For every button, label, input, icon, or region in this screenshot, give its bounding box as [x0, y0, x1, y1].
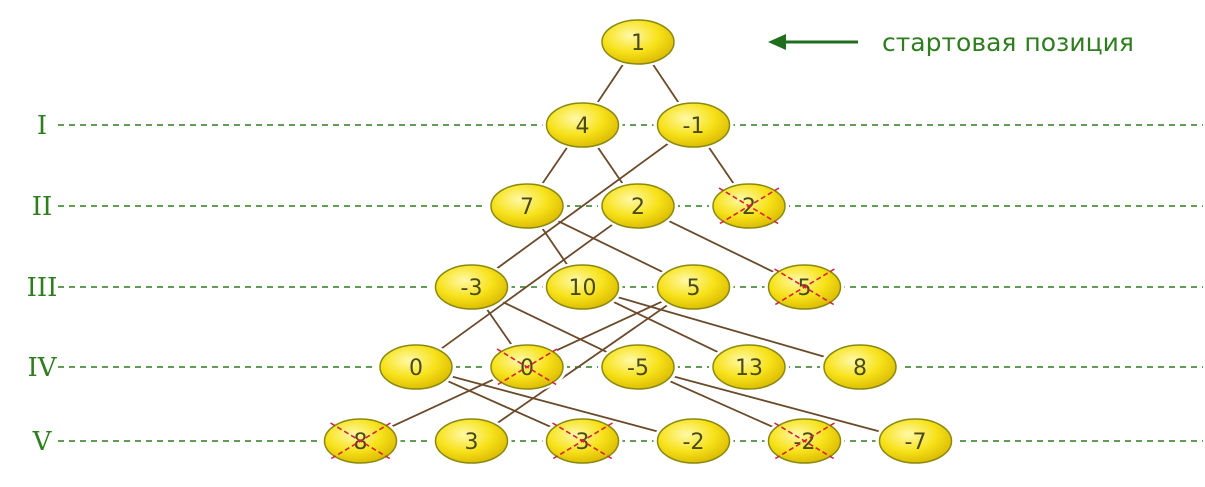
- node-value: 13: [735, 356, 763, 381]
- node-value: 5: [687, 276, 701, 301]
- edge-n6-n11: [484, 306, 514, 348]
- start-position-label: стартовая позиция: [882, 28, 1134, 57]
- edge-n10-n18: [448, 374, 661, 434]
- cross-mark-icon: [718, 187, 780, 225]
- tree-node: -1: [653, 100, 734, 150]
- node-value: 0: [520, 356, 534, 381]
- node-value: -2: [683, 430, 705, 455]
- tree-node: 2: [598, 181, 678, 231]
- node-ellipse: [434, 418, 509, 464]
- cross-mark-icon: [774, 268, 835, 306]
- node-ellipse: [601, 344, 675, 390]
- start-annotation: стартовая позиция: [768, 28, 1134, 57]
- tree-nodes: 1 4 -1 7 2 2 -3 10 5 5 0 0 -5 13 8 8 3 3 -2 -2 -7: [320, 17, 956, 466]
- level-label-v: V: [32, 427, 53, 457]
- tree-node-crossed: -2: [764, 416, 845, 466]
- cross-stroke: [774, 422, 835, 460]
- cross-mark-icon: [330, 422, 391, 460]
- node-ellipse: [823, 344, 897, 390]
- node-ellipse: [712, 344, 786, 390]
- node-value: 8: [354, 430, 368, 455]
- edge-n0-n1: [595, 61, 626, 106]
- edge-n0-n2: [650, 61, 681, 106]
- tree-node-crossed: 0: [487, 342, 567, 392]
- node-ellipse: [490, 183, 564, 229]
- node-value: -7: [905, 430, 927, 455]
- tree-node: 8: [820, 342, 900, 392]
- edge-n10-n17: [444, 379, 554, 429]
- edge-n12-n19: [666, 379, 776, 429]
- tree-node: 13: [709, 342, 789, 392]
- tree-node-crossed: 8: [320, 416, 401, 466]
- node-value: -3: [461, 276, 483, 301]
- node-ellipse: [601, 183, 675, 229]
- node-value: 3: [576, 430, 590, 455]
- node-ellipse: [434, 264, 509, 310]
- cross-mark-icon: [496, 348, 558, 386]
- tree-node: 10: [542, 262, 623, 312]
- node-value: 4: [576, 114, 590, 139]
- edge-n4-n10: [438, 222, 616, 351]
- tree-node: 0: [376, 342, 456, 392]
- tree-node: 1: [598, 17, 678, 67]
- edge-n2-n5: [706, 144, 736, 187]
- cross-stroke: [718, 187, 780, 225]
- node-ellipse: [656, 102, 731, 148]
- level-label-ii: II: [32, 192, 53, 222]
- tree-node: -7: [875, 416, 956, 466]
- tree-node: 3: [431, 416, 512, 466]
- arrow-left-icon: [768, 34, 786, 50]
- node-value: 1: [631, 31, 645, 56]
- tree-node: 5: [653, 262, 734, 312]
- tree-node: 4: [542, 100, 623, 150]
- edge-n12-n20: [670, 374, 883, 434]
- tree-edges: [388, 61, 883, 434]
- level-label-iii: III: [27, 273, 58, 303]
- node-value: -2: [794, 430, 816, 455]
- node-ellipse: [379, 344, 453, 390]
- edge-n1-n3: [540, 144, 570, 187]
- edge-n2-n6: [494, 141, 671, 271]
- level-guide-lines: [58, 124, 1203, 442]
- edge-n3-n8: [554, 218, 666, 275]
- edge-n8-n16: [494, 302, 671, 426]
- cross-mark-icon: [552, 422, 613, 460]
- node-value: 2: [742, 195, 756, 220]
- edge-n7-n13: [610, 299, 722, 355]
- node-ellipse: [656, 264, 731, 310]
- level-label-iv: IV: [27, 353, 57, 383]
- tree-node: -2: [653, 416, 734, 466]
- node-ellipse: [545, 264, 620, 310]
- edge-n3-n7: [540, 225, 570, 268]
- node-value: 5: [798, 276, 812, 301]
- tree-node-crossed: 3: [542, 416, 623, 466]
- node-ellipse: [545, 102, 620, 148]
- level-label-i: I: [37, 111, 47, 141]
- node-value: 7: [520, 195, 534, 220]
- node-value: 2: [631, 195, 645, 220]
- node-ellipse: [601, 19, 675, 65]
- node-value: -5: [627, 356, 649, 381]
- tree-node: 7: [487, 181, 567, 231]
- node-value: 8: [853, 356, 867, 381]
- cross-mark-icon: [774, 422, 835, 460]
- node-value: 0: [409, 356, 423, 381]
- node-value: -1: [683, 114, 705, 139]
- node-value: 3: [465, 430, 479, 455]
- cross-stroke: [496, 348, 558, 386]
- cross-stroke: [330, 422, 391, 460]
- tree-node-crossed: 2: [709, 181, 789, 231]
- cross-stroke: [774, 268, 835, 306]
- tree-node-crossed: 5: [764, 262, 845, 312]
- tree-node: -3: [431, 262, 512, 312]
- node-value: 10: [569, 276, 597, 301]
- node-ellipse: [878, 418, 953, 464]
- tree-node: -5: [598, 342, 678, 392]
- edge-n6-n12: [499, 299, 611, 355]
- edge-n4-n9: [665, 218, 777, 275]
- cross-stroke: [552, 422, 613, 460]
- node-ellipse: [656, 418, 731, 464]
